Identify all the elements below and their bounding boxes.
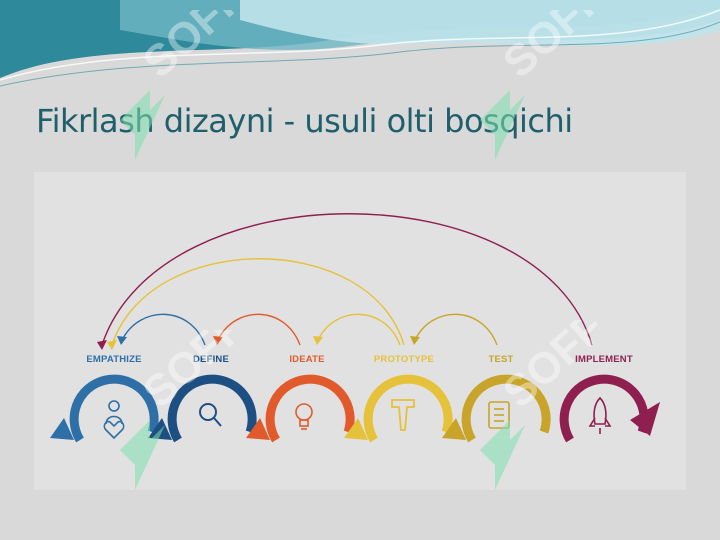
stage-label-empathize: EMPATHIZE — [86, 354, 141, 365]
stage-circle-prototype — [344, 374, 453, 443]
arc-test-to-prototype — [414, 313, 498, 346]
stage-label-test: TEST — [488, 354, 513, 365]
arc-ideate-to-define — [217, 313, 301, 346]
arc-define-to-empathize — [121, 313, 206, 346]
checklist-icon — [488, 401, 510, 429]
magnifier-icon — [199, 403, 222, 427]
lightbulb-icon — [295, 403, 313, 430]
stage-circle-test — [442, 374, 551, 443]
stage-label-ideate: IDEATE — [289, 354, 324, 365]
stage-circle-empathize — [50, 374, 159, 443]
heart-person-icon — [103, 400, 125, 440]
stage-circle-implement — [559, 374, 660, 443]
stage-label-prototype: PROTOTYPE — [374, 354, 434, 365]
rocket-icon — [588, 396, 612, 434]
stage-label-implement: IMPLEMENT — [575, 354, 633, 365]
tool-icon — [391, 399, 415, 431]
stage-circle-ideate — [246, 374, 355, 443]
stage-label-define: DEFINE — [193, 354, 229, 365]
header-wave-decoration — [0, 0, 720, 87]
arc-prototype-to-empathize — [111, 258, 405, 346]
arc-prototype-to-ideate — [317, 313, 401, 346]
arc-implement-to-empathize — [101, 213, 593, 346]
